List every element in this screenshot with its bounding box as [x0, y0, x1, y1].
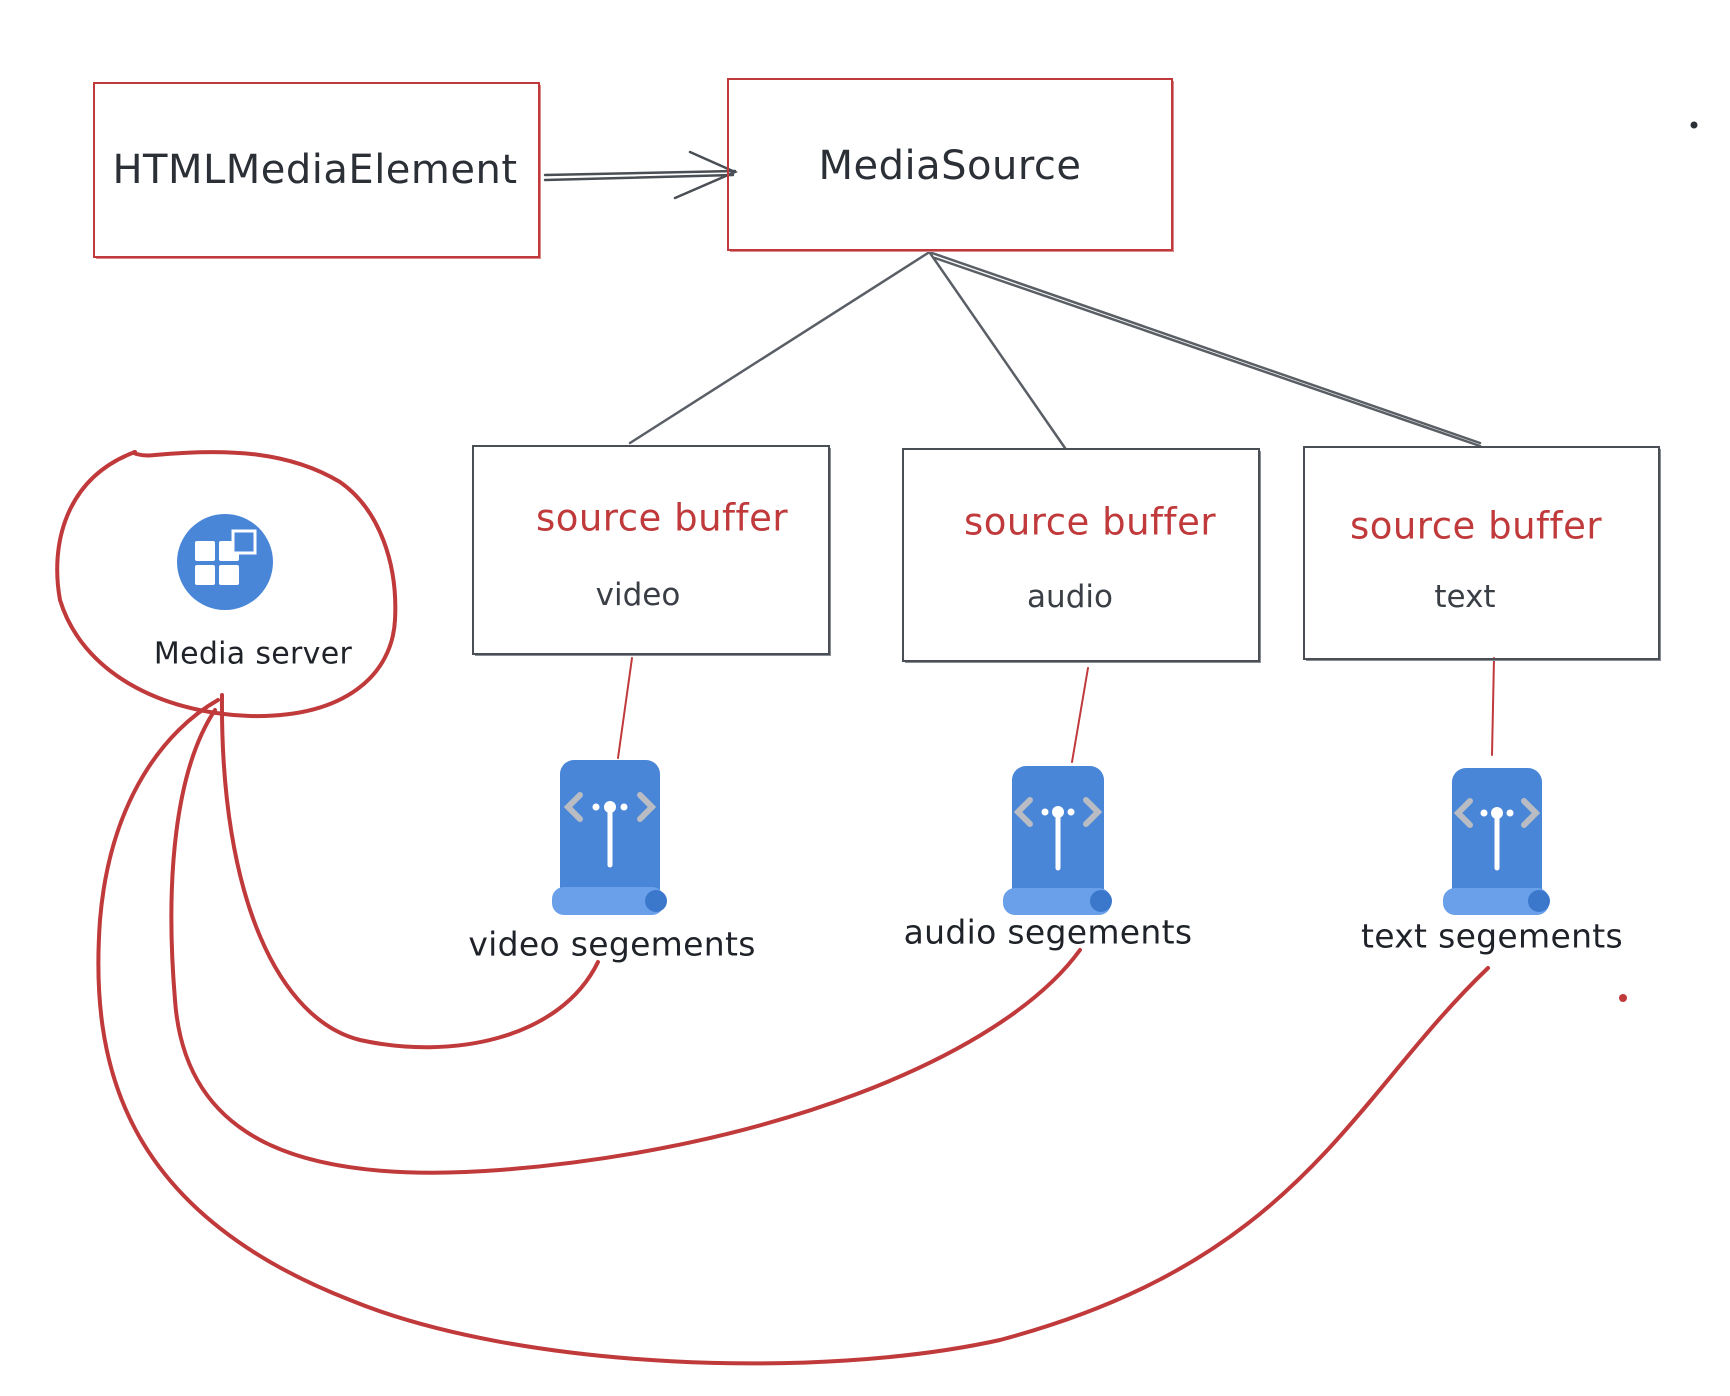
- video-segments-label: video segements: [468, 924, 756, 964]
- source-buffer-video-type: video: [595, 577, 681, 613]
- media-source-box: [727, 78, 1173, 251]
- mediasource-connectors: [628, 251, 1482, 450]
- source-buffer-audio-title: source buffer: [963, 500, 1217, 544]
- source-buffer-audio-type: audio: [1027, 579, 1113, 615]
- source-buffer-audio-box: [902, 448, 1260, 662]
- source-buffer-video-title: source buffer: [535, 496, 789, 540]
- dot-marker: [1690, 121, 1698, 129]
- text-segment-icon: [1443, 768, 1550, 915]
- source-buffer-text-box: [1303, 446, 1660, 660]
- media-server-icon: [177, 514, 273, 610]
- segment-return-curves: [96, 693, 1490, 1366]
- media-server-label: Media server: [153, 636, 353, 672]
- arrow-html-to-mediasource: [543, 150, 739, 200]
- source-buffer-text-title: source buffer: [1349, 504, 1603, 548]
- text-segments-label: text segements: [1360, 916, 1624, 956]
- audio-segments-label: audio segements: [903, 912, 1193, 952]
- media-source-label: MediaSource: [818, 143, 1082, 189]
- html-media-element-box: [93, 82, 540, 258]
- dot-marker: [1619, 994, 1627, 1002]
- buffer-segment-connectors: [617, 657, 1495, 763]
- audio-segment-icon: [1003, 766, 1112, 915]
- media-server-circle: [55, 450, 398, 719]
- video-segment-icon: [552, 760, 667, 915]
- source-buffer-video-box: [472, 445, 830, 655]
- html-media-element-label: HTMLMediaElement: [112, 147, 518, 193]
- source-buffer-text-type: text: [1434, 579, 1496, 615]
